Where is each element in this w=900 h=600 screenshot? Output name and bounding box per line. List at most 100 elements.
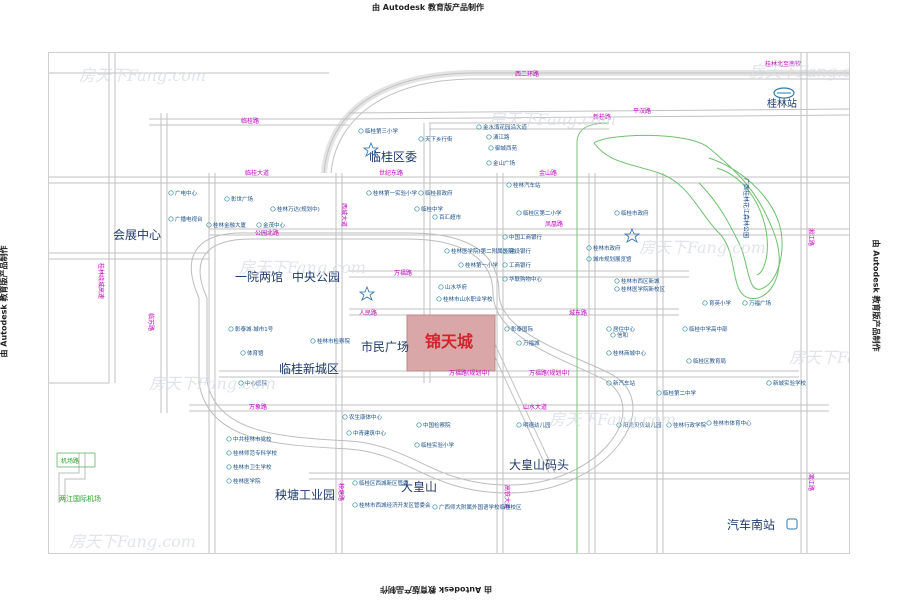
poi-label: 临桂中学高中部: [689, 325, 728, 333]
poi-label: 桂林市政府: [593, 244, 621, 252]
poi-label: 中国工商银行: [509, 233, 543, 241]
poi-marker-icon: [358, 128, 364, 134]
road-label: 桂林绕城高速: [97, 263, 105, 299]
poi-marker-icon: [686, 358, 692, 364]
poi-label: 中共桂林市党校: [233, 435, 272, 443]
poi-marker-icon: [502, 262, 508, 268]
watermark-layer: 房天下Fang.com 房天下Fang.com 房天下Fang.com 房天下F…: [69, 62, 849, 551]
district-dahuangshan: 大皇山: [401, 480, 437, 494]
poi-marker-icon: [238, 380, 244, 386]
poi-marker-icon: [616, 422, 622, 428]
poi-marker-icon: [458, 262, 464, 268]
watermark: 房天下Fang.com: [639, 238, 766, 257]
road-label: 新桂路: [593, 113, 611, 121]
poi-label: 新汽车站: [613, 379, 636, 387]
poi-label: 山水华府: [445, 283, 468, 291]
star-icon: [358, 285, 376, 301]
poi-label: 桂林第一实验小学: [373, 189, 418, 197]
poi-marker-icon: [488, 145, 494, 151]
highlight-area[interactable]: [406, 314, 496, 372]
poi-label: 广播电视台: [175, 215, 203, 223]
poi-label: 桂林市检察院: [317, 337, 351, 345]
road-label: 万象路: [249, 403, 267, 411]
road-label: 世纪东路: [379, 169, 403, 177]
road-label: 漓江路: [807, 473, 815, 491]
poi-marker-icon: [436, 296, 442, 302]
district-convention-center: 会展中心: [113, 227, 161, 242]
district-bus-south: 汽车南站: [727, 517, 775, 532]
poi-marker-icon: [614, 210, 620, 216]
poi-label: 桂林市西城经济开发区管委会: [359, 501, 431, 509]
road-labels: 西二环路 桂林北至南钦 平汉路 临桂路 新桂路 临桂大道 世纪东路 金山路 公园…: [97, 60, 815, 509]
poi-marker-icon: [606, 380, 612, 386]
poi-marker-icon: [606, 350, 612, 356]
poi-marker-icon: [256, 222, 262, 228]
poi-label: 中青建筑中心: [353, 429, 387, 437]
poi-marker-icon: [418, 190, 424, 196]
airport[interactable]: 两江国际机场 机场路: [56, 452, 101, 503]
poi-label: 临桂实验小学: [421, 441, 455, 449]
poi-label: 临桂区第二小学: [523, 209, 562, 217]
watermark: 房天下Fang.com: [239, 258, 366, 277]
poi-marker-icon: [168, 216, 174, 222]
train-station-icon: [773, 87, 795, 99]
poi-marker-icon: [342, 414, 348, 420]
map-frame: 锦天城 临桂区委 会展中心 一院两馆 中央公园 市民广场 临桂新城区 秧塘工业园…: [48, 52, 850, 554]
poi-marker-icon: [506, 182, 512, 188]
road-label: 秧塘路: [337, 483, 345, 501]
poi-label: 桂林市体育中心: [713, 419, 752, 427]
road-label: 桂林北至南钦: [765, 60, 801, 68]
road-label: 万福路(规划中): [529, 369, 570, 377]
poi-label: 临桂县政府: [425, 189, 453, 197]
poi-marker-icon: [486, 134, 492, 140]
poi-marker-icon: [502, 248, 508, 254]
highlight-block[interactable]: 锦天城: [406, 314, 496, 372]
edge-text-bottom: 由 Autodesk 教育版产品制作: [380, 585, 493, 594]
road-label: 西二环路: [515, 70, 539, 78]
road-label: 万福路: [394, 269, 412, 277]
poi-marker-icon: [504, 326, 510, 332]
watermark: 房天下Fang.com: [149, 374, 276, 393]
district-lingui-gov: 临桂区委: [369, 149, 417, 164]
poi-label: 桂林汽车站: [513, 181, 541, 189]
poi-label: 临桂第二中学: [663, 389, 697, 397]
road-label: 临桂路: [241, 117, 259, 125]
poi-marker-icon: [414, 442, 420, 448]
edge-text-top: 由 Autodesk 教育版产品制作: [372, 3, 485, 12]
road-label: 临桂大道: [245, 169, 269, 177]
poi-marker-icon: [206, 222, 212, 228]
poi-label: 桂林市西区新城: [621, 277, 660, 285]
poi-label: 彰泰国际: [511, 325, 534, 333]
poi-label: 漓江路: [493, 133, 510, 141]
poi-marker-icon: [476, 124, 482, 130]
road-label: 城东路: [569, 309, 587, 317]
poi-label: 城市规划展览馆: [593, 255, 632, 263]
watermark: 房天下Fang.com: [489, 110, 616, 129]
map-canvas[interactable]: 锦天城 临桂区委 会展中心 一院两馆 中央公园 市民广场 临桂新城区 秧塘工业园…: [49, 53, 849, 553]
poi-label: 桂林第一小学: [465, 261, 499, 269]
poi-label: 桂林商城中心: [613, 349, 647, 357]
poi-label: 金茂中心: [263, 221, 286, 229]
district-citizen-square: 市民广场: [361, 339, 409, 354]
watermark: 房天下Fang.com: [79, 66, 206, 85]
poi-label: 临桂第三小学: [365, 127, 399, 135]
poi-marker-icon: [502, 276, 508, 282]
watermark: 房天下Fang.com: [549, 410, 676, 429]
poi-marker-icon: [516, 210, 522, 216]
poi-label: 临桂区教育局: [693, 357, 726, 365]
poi-marker-icon: [682, 326, 688, 332]
park-label: 广西桂林花江森林公园: [742, 178, 750, 238]
road-label: 公园北路: [255, 229, 279, 237]
poi-marker-icon: [352, 480, 358, 486]
poi-label: 育英小学: [709, 299, 732, 307]
star-icon: [623, 227, 641, 243]
poi-marker-icon: [346, 430, 352, 436]
district-yiyuan-lianguan: 一院两馆: [235, 269, 283, 284]
poi-marker-icon: [414, 206, 420, 212]
poi-label: 天下乡行街: [425, 135, 453, 143]
highlight-label: 锦天城: [425, 332, 473, 351]
poi-label: 桂林师范专科学校: [233, 449, 278, 457]
road-label: 凤凰路: [545, 220, 563, 228]
poi-label: 建设银行: [509, 247, 532, 255]
